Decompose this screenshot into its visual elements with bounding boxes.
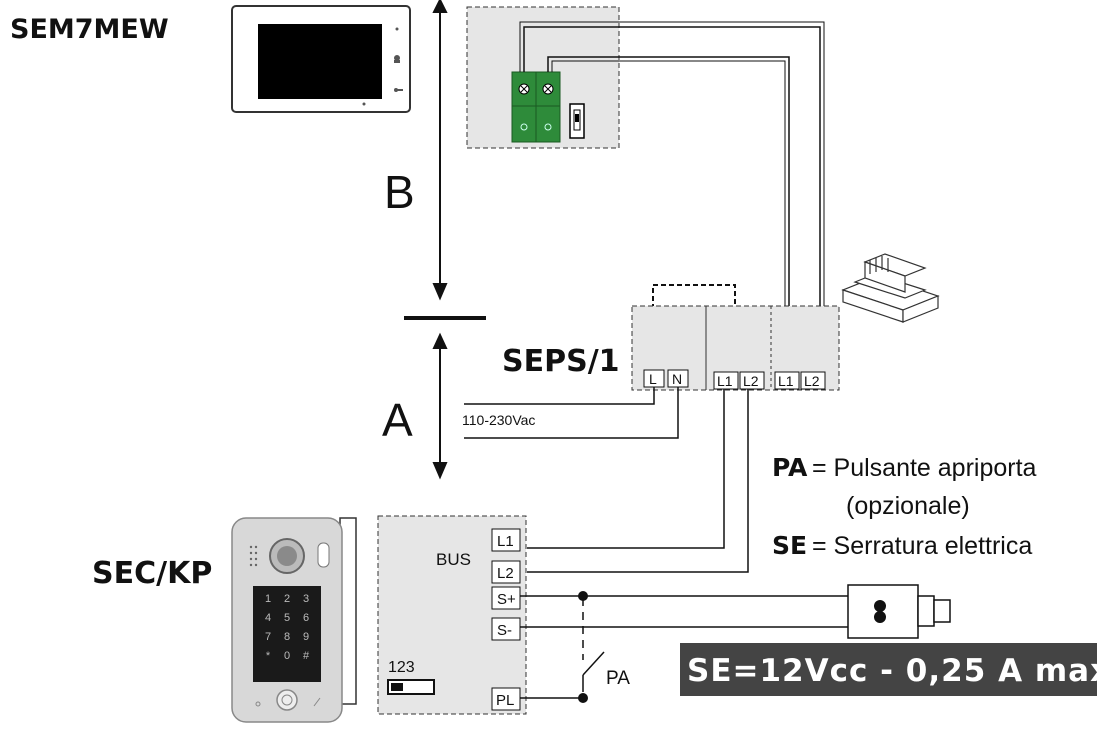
mains-wires [464,387,679,439]
key-1[interactable]: 1 [265,593,271,605]
pa-switch-lever [582,651,605,676]
monitor-device [231,5,411,113]
spec-banner-bg [680,643,1097,696]
psu-terminal-mon-l1: L1 [778,373,794,389]
key-2[interactable]: 2 [284,593,290,605]
key-3[interactable]: 3 [303,593,309,605]
keypad[interactable] [253,586,321,682]
distance-arrow-a [432,332,448,480]
key-5[interactable]: 5 [284,612,290,624]
station-terminal-l2: L2 [497,565,514,582]
legend-pa-text: = Pulsante apriporta [812,454,1037,482]
dip-switch-label: 123 [388,659,415,676]
spec-banner-text: SE=12Vcc - 0,25 A max [687,653,1111,689]
psu-terminal-mon-l2: L2 [804,373,820,389]
pa-switch-label: PA [606,668,630,689]
monitor-bus-wires [519,21,825,372]
key-4[interactable]: 4 [265,612,271,624]
legend-se-text: = Serratura elettrica [812,532,1032,560]
station-terminal-box: BUS L1 L2 S+ S- PL 123 [377,515,527,715]
station-terminal-pl: PL [496,692,514,709]
psu-icon [841,253,940,323]
psu-terminal-out-l1: L1 [717,373,733,389]
bus-label: BUS [436,550,471,569]
electric-lock-icon [847,584,951,639]
station-terminal-s-plus: S+ [497,591,516,608]
monitor-label: SEM7MEW [10,14,169,45]
junction-dot-bottom [578,693,588,703]
legend: PA = Pulsante apriporta (opzionale) SE =… [772,453,1037,560]
distance-label-a: A [382,394,413,446]
legend-pa-note: (opzionale) [846,492,970,520]
junction-dot-top [578,591,588,601]
psu-terminal-n: N [672,371,682,387]
distance-label-b: B [384,166,415,218]
key-star[interactable]: * [266,650,271,662]
station-terminal-s-minus: S- [497,622,512,639]
call-button[interactable] [276,689,298,711]
monitor-terminal-box [466,6,620,149]
outdoor-station: 1 2 3 4 5 6 7 8 9 * 0 # [231,517,357,723]
station-bus-wires [527,389,749,573]
psu-label: SEPS/1 [502,344,620,379]
mains-voltage-label: 110-230Vac [462,412,535,428]
key-6[interactable]: 6 [303,612,309,624]
key-9[interactable]: 9 [303,631,309,643]
key-0[interactable]: 0 [284,650,290,662]
psu-terminals: L N L1 L2 L1 L2 [643,369,826,390]
key-hash[interactable]: # [303,650,310,662]
station-label: SEC/KP [92,556,212,591]
psu-terminal-l: L [649,371,657,387]
station-terminal-l1: L1 [497,533,514,550]
distance-arrow-b [432,0,448,301]
key-7[interactable]: 7 [265,631,271,643]
legend-pa-key: PA [772,453,808,482]
lock-wires [520,595,848,699]
key-8[interactable]: 8 [284,631,290,643]
legend-se-key: SE [772,531,807,560]
psu-terminal-out-l2: L2 [743,373,759,389]
